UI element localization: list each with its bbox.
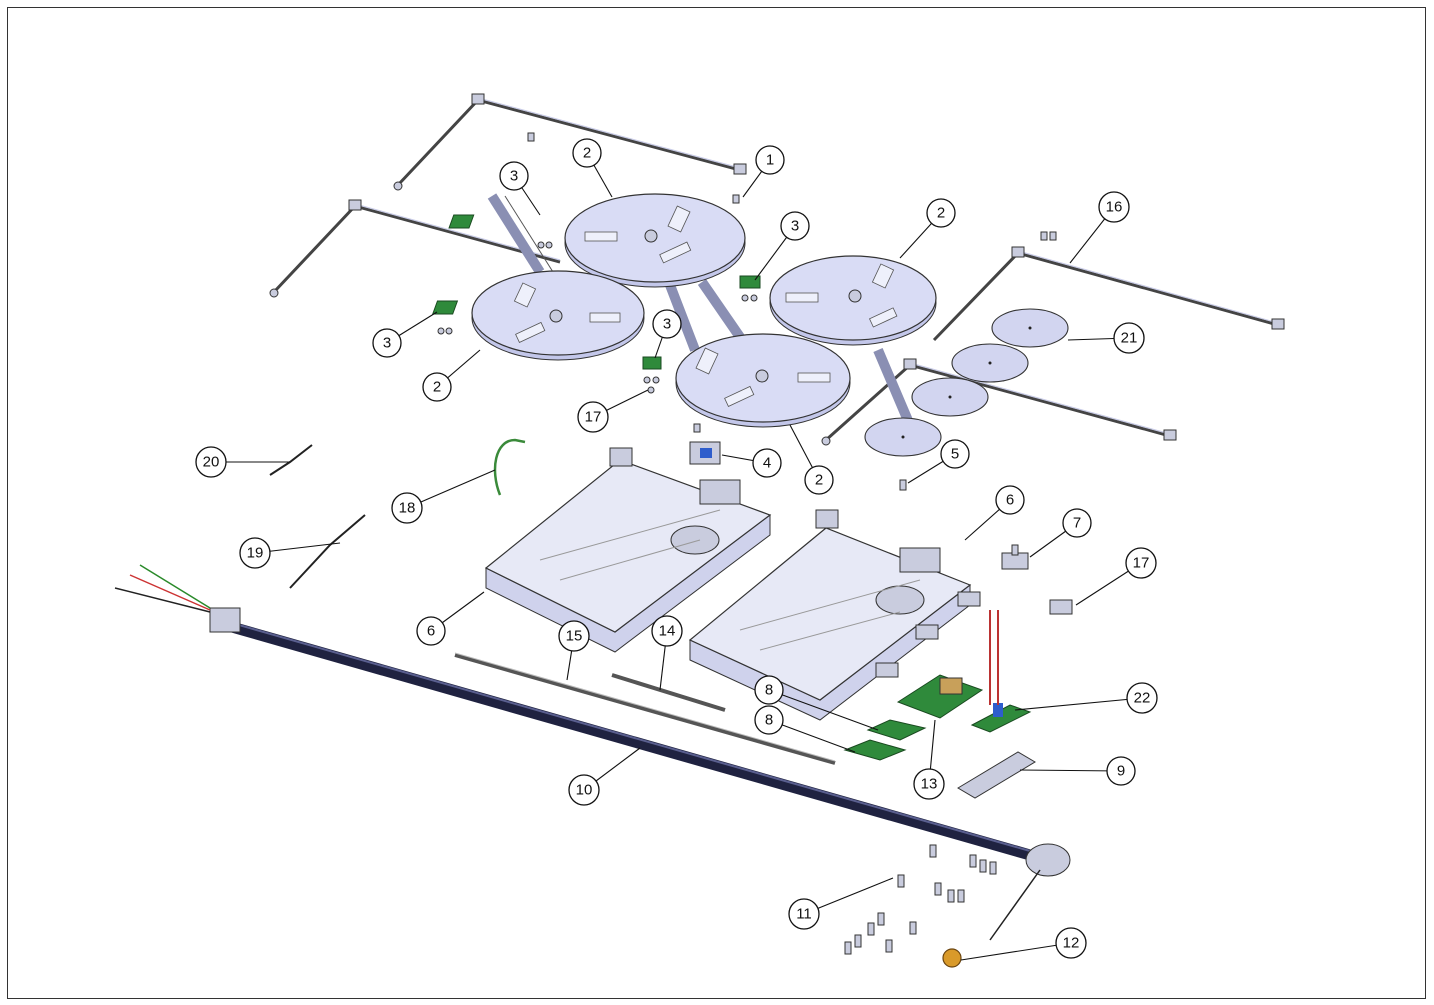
callout-5: 5 <box>940 439 970 469</box>
callout-21: 21 <box>1113 322 1145 354</box>
callout-label: 2 <box>433 379 441 396</box>
callout-3-d: 3 <box>652 309 682 339</box>
callout-label: 3 <box>791 218 799 235</box>
rod-14 <box>611 673 726 712</box>
callout-label: 1 <box>766 152 774 169</box>
screw-1 <box>527 132 1057 241</box>
callout-label: 20 <box>203 454 220 471</box>
callout-label: 16 <box>1106 199 1123 216</box>
callout-2-front: 2 <box>804 465 834 495</box>
callout-label: 22 <box>1134 690 1151 707</box>
callout-4: 4 <box>752 448 782 478</box>
main-tube-10 <box>114 564 1071 941</box>
callout-label: 2 <box>815 472 823 489</box>
callout-2-right: 2 <box>926 198 956 228</box>
callout-3-a: 3 <box>499 161 529 191</box>
callout-3-c: 3 <box>372 328 402 358</box>
callout-label: 9 <box>1117 763 1125 780</box>
callout-8-a: 8 <box>754 675 784 705</box>
callout-label: 4 <box>763 455 771 472</box>
callout-3-b: 3 <box>780 211 810 241</box>
insulation-discs-21 <box>864 308 1069 457</box>
callout-label: 6 <box>427 623 435 640</box>
callout-18: 18 <box>391 492 423 524</box>
callout-15: 15 <box>558 620 590 652</box>
right-rod-assembly-front <box>821 358 1177 446</box>
callout-label: 8 <box>765 712 773 729</box>
wire-20 <box>269 444 313 476</box>
callout-label: 7 <box>1073 515 1081 532</box>
callout-label: 10 <box>576 782 593 799</box>
callout-label: 18 <box>399 500 416 517</box>
callout-16: 16 <box>1098 191 1130 223</box>
housing-tray-left <box>484 447 772 653</box>
callout-1: 1 <box>755 145 785 175</box>
knob-7 <box>875 544 1029 678</box>
screw-5 <box>899 479 907 491</box>
callout-label: 17 <box>1133 555 1150 572</box>
wire-19 <box>289 514 366 589</box>
callout-label: 3 <box>663 316 671 333</box>
relay-board-22 <box>970 610 1032 733</box>
callout-label: 15 <box>566 628 583 645</box>
callout-label: 2 <box>583 145 591 162</box>
fan-module-4 <box>689 423 721 465</box>
callout-label: 13 <box>921 776 938 793</box>
callout-2-top: 2 <box>572 138 602 168</box>
callout-22: 22 <box>1126 682 1158 714</box>
callout-10: 10 <box>568 774 600 806</box>
callout-label: 5 <box>951 446 959 463</box>
callout-8-b: 8 <box>754 705 784 735</box>
callout-20: 20 <box>195 446 227 478</box>
right-rod-assembly-back <box>932 246 1285 342</box>
plate-support-bars <box>487 193 917 432</box>
callout-label: 6 <box>1006 492 1014 509</box>
callout-6-left: 6 <box>416 616 446 646</box>
drawing-frame <box>7 7 1426 999</box>
callout-label: 12 <box>1063 935 1080 952</box>
callout-label: 8 <box>765 682 773 699</box>
ground-wire-18 <box>493 438 526 496</box>
callout-12: 12 <box>1055 927 1087 959</box>
sensor-board-3 <box>432 214 761 394</box>
callout-7: 7 <box>1062 508 1092 538</box>
power-board-13 <box>896 674 984 719</box>
heating-plate-top <box>564 193 746 288</box>
callout-label: 17 <box>585 409 602 426</box>
callout-6-right: 6 <box>995 485 1025 515</box>
callout-17-b: 17 <box>1125 547 1157 579</box>
top-rod-assembly-back <box>393 93 747 191</box>
callout-14: 14 <box>651 615 683 647</box>
callout-label: 21 <box>1121 330 1138 347</box>
callout-label: 2 <box>937 205 945 222</box>
heating-plate-front <box>675 333 851 428</box>
callout-13: 13 <box>913 768 945 800</box>
callout-19: 19 <box>239 537 271 569</box>
callout-9: 9 <box>1106 756 1136 786</box>
terminal-block-9 <box>957 751 1036 799</box>
heating-plate-right <box>769 255 937 346</box>
callout-label: 3 <box>383 335 391 352</box>
callout-17-a: 17 <box>577 401 609 433</box>
heating-plate-left <box>471 270 645 361</box>
callout-label: 19 <box>247 545 264 562</box>
callout-2-left: 2 <box>422 372 452 402</box>
callout-label: 11 <box>796 906 812 923</box>
clip-17 <box>1049 599 1073 615</box>
nut-12 <box>942 948 962 968</box>
rod-15 <box>454 652 836 765</box>
screws-11 <box>844 844 997 955</box>
control-board-8 <box>843 719 927 761</box>
callout-label: 3 <box>510 168 518 185</box>
callout-11: 11 <box>788 898 820 930</box>
callout-label: 14 <box>659 623 676 640</box>
